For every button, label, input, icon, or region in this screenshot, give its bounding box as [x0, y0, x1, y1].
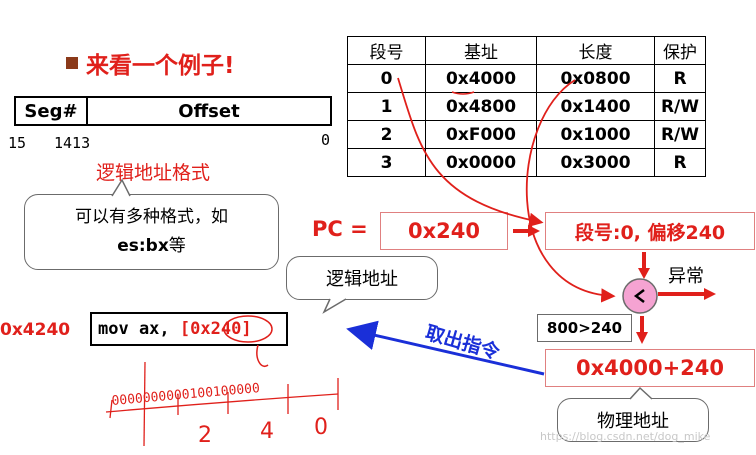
- base-curve: [525, 79, 616, 303]
- cell-protection: R/W: [654, 120, 706, 149]
- cell-protection: R: [654, 148, 706, 177]
- cell-seg: 0: [347, 64, 426, 93]
- cell-protection: R: [654, 64, 706, 93]
- logical-callout-tail: [322, 298, 347, 314]
- instruction-mnemonic: mov ax,: [98, 319, 170, 339]
- header-base: 基址: [425, 36, 537, 65]
- instruction-box: mov ax, [0x240]: [90, 312, 288, 346]
- physical-callout-tail: [629, 386, 653, 400]
- table-row: 0 0x4000 0x0800 R: [347, 64, 706, 93]
- table-header-row: 段号 基址 长度 保护: [347, 36, 706, 65]
- physical-address-box: 0x4000+240: [545, 349, 755, 387]
- formats-callout-line1: 可以有多种格式，如: [75, 207, 228, 227]
- operand-circle: [223, 315, 273, 343]
- bit-0-label: 0: [321, 131, 331, 149]
- logical-address-callout: 逻辑地址: [286, 256, 438, 300]
- seg-field: Seg#: [16, 98, 88, 124]
- logical-address-format: Seg# Offset: [14, 96, 332, 126]
- segment-offset-box: 段号:0, 偏移240: [545, 212, 755, 250]
- cell-base: 0x0000: [425, 148, 537, 177]
- less-than-icon: [633, 289, 645, 303]
- header-length: 长度: [536, 36, 655, 65]
- hand-digit-4: 4: [260, 419, 274, 444]
- cell-length: 0x1000: [536, 120, 655, 149]
- seg-lookup-curve: [397, 77, 544, 227]
- title-text: 来看一个例子!: [86, 53, 235, 79]
- compare-circle: [622, 278, 658, 314]
- instruction-operand: [0x240]: [179, 319, 252, 339]
- formats-callout: 可以有多种格式，如 es:bx等: [24, 194, 279, 270]
- table-row: 2 0xF000 0x1000 R/W: [347, 120, 706, 149]
- base-underline: [451, 91, 475, 95]
- hand-tick-1: [109, 399, 113, 419]
- bit-15-label: 15: [8, 134, 27, 152]
- down-arrow-1-head: [638, 268, 650, 279]
- hand-tick-2: [143, 361, 146, 447]
- cell-seg: 2: [347, 120, 426, 149]
- exception-label: 异常: [668, 266, 704, 287]
- cell-protection: R/W: [654, 92, 706, 121]
- fetch-arrow: [346, 320, 545, 376]
- hand-underline: [105, 393, 339, 413]
- header-protection: 保护: [654, 36, 706, 65]
- cell-base: 0x4800: [425, 92, 537, 121]
- hand-digit-2: 2: [198, 423, 212, 448]
- pc-label: PC =: [312, 217, 368, 241]
- bit-14-13-label: 1413: [54, 134, 91, 152]
- etc-text: 等: [168, 236, 186, 256]
- watermark: https://blog.csdn.net/dog_mike: [540, 430, 711, 443]
- slide-title: 来看一个例子!: [66, 46, 235, 80]
- offset-field: Offset: [178, 100, 240, 122]
- table-row: 3 0x0000 0x3000 R: [347, 148, 706, 177]
- cell-base: 0xF000: [425, 120, 537, 149]
- square-bullet-icon: [66, 57, 78, 69]
- hand-digit-0: 0: [314, 415, 328, 440]
- segment-table: 段号 基址 长度 保护 0 0x4000 0x0800 R 1 0x4800 0…: [347, 36, 706, 177]
- exception-arrow-head: [704, 288, 716, 300]
- formats-callout-line2: es:bx等: [39, 232, 264, 261]
- down-arrow-2-head: [636, 332, 648, 344]
- cell-seg: 1: [347, 92, 426, 121]
- operand-handwriting: [256, 344, 269, 367]
- pc-value-box: 0x240: [380, 212, 508, 250]
- header-seg-no: 段号: [347, 36, 426, 65]
- cell-seg: 3: [347, 148, 426, 177]
- format-caption: 逻辑地址格式: [96, 162, 211, 184]
- compare-box: 800>240: [537, 314, 632, 342]
- formats-callout-tail: [111, 178, 131, 197]
- es-bx-text: es:bx: [117, 236, 169, 256]
- cell-base: 0x4000: [425, 64, 537, 93]
- pc-arrow-head: [528, 225, 540, 237]
- instruction-address: 0x4240: [0, 320, 71, 340]
- physical-address-callout: 物理地址: [557, 398, 709, 442]
- cell-length: 0x3000: [536, 148, 655, 177]
